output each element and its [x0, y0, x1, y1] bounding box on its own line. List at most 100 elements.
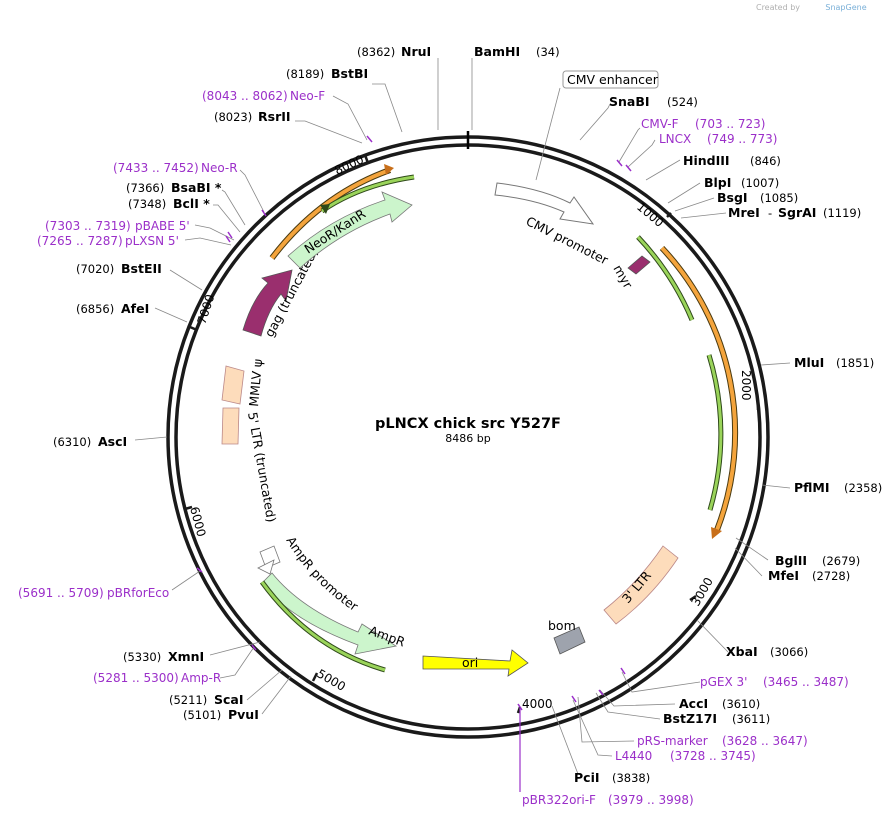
- svg-text:BstBI: BstBI: [331, 66, 368, 81]
- site-pflmi[interactable]: PflMI (2358): [794, 480, 882, 495]
- svg-text:MfeI: MfeI: [768, 568, 799, 583]
- feature-src-orange-arc[interactable]: [659, 245, 739, 539]
- feature-ori[interactable]: ori: [422, 649, 529, 677]
- primer-plxsn-5[interactable]: (7265 .. 7287) pLXSN 5': [37, 234, 179, 248]
- svg-text:BstEII: BstEII: [121, 261, 162, 276]
- site-xbai[interactable]: XbaI (3066): [726, 644, 808, 659]
- svg-text:(6310): (6310): [53, 435, 91, 449]
- site-asci[interactable]: (6310) AscI: [53, 434, 127, 449]
- svg-text:(3611): (3611): [732, 712, 770, 726]
- tick-2000: 2000: [739, 370, 753, 401]
- site-mfei[interactable]: MfeI (2728): [768, 568, 850, 583]
- site-rsrii[interactable]: (8023) RsrII: [214, 109, 291, 124]
- site-nrui[interactable]: (8362) NruI: [357, 44, 431, 59]
- site-bamhi[interactable]: BamHI (34): [474, 44, 560, 59]
- site-afei[interactable]: (6856) AfeI: [76, 301, 149, 316]
- svg-text:(7265 .. 7287): (7265 .. 7287): [37, 234, 123, 248]
- site-pcii[interactable]: PciI (3838): [574, 770, 650, 785]
- feature-ampr-green-line[interactable]: [259, 580, 386, 673]
- site-pvui[interactable]: (5101) PvuI: [183, 707, 259, 722]
- svg-text:(5281 .. 5300): (5281 .. 5300): [93, 671, 179, 685]
- site-snabi[interactable]: SnaBI (524): [609, 94, 698, 109]
- feature-neor-kanr[interactable]: NeoR/KanR: [287, 191, 413, 269]
- svg-text:(3066): (3066): [770, 645, 808, 659]
- feature-5-ltr[interactable]: 5' LTR (truncated): [221, 407, 279, 524]
- svg-text:(5211): (5211): [169, 693, 207, 707]
- primer-prs-marker[interactable]: pRS-marker (3628 .. 3647): [637, 734, 808, 748]
- plasmid-name: pLNCX chick src Y527F: [375, 416, 561, 432]
- feature-bom[interactable]: bom: [548, 618, 586, 655]
- feature-cmv-promoter[interactable]: CMV promoter: [494, 182, 612, 268]
- svg-text:(2358): (2358): [844, 481, 882, 495]
- primer-pbr322ori-f[interactable]: pBR322ori-F (3979 .. 3998): [522, 793, 694, 807]
- svg-text:(3838): (3838): [612, 771, 650, 785]
- label-cmv-enhancer: CMV enhancer: [567, 72, 659, 87]
- svg-text:pBABE 5': pBABE 5': [135, 219, 190, 233]
- site-bsteii[interactable]: (7020) BstEII: [76, 261, 162, 276]
- site-hindiii[interactable]: HindIII (846): [683, 153, 781, 168]
- svg-text:pBRforEco: pBRforEco: [107, 586, 169, 600]
- site-bstz17i[interactable]: BstZ17I (3611): [663, 711, 770, 726]
- site-bglii[interactable]: BglII (2679): [775, 553, 860, 568]
- svg-text:PvuI: PvuI: [228, 707, 259, 722]
- primer-pbabe-5[interactable]: (7303 .. 7319) pBABE 5': [45, 219, 190, 233]
- svg-text:Neo-F: Neo-F: [290, 89, 325, 103]
- svg-text:XbaI: XbaI: [726, 644, 758, 659]
- site-scai[interactable]: (5211) ScaI: [169, 692, 244, 707]
- site-bsgi[interactable]: BsgI (1085): [717, 190, 798, 205]
- primer-pgex-3[interactable]: pGEX 3' (3465 .. 3487): [700, 675, 849, 689]
- svg-text:BamHI: BamHI: [474, 44, 520, 59]
- svg-text:(703 .. 723): (703 .. 723): [695, 117, 765, 131]
- feature-mmlv-psi[interactable]: MMLV ψ: [221, 358, 265, 407]
- map-title: pLNCX chick src Y527F 8486 bp: [375, 416, 561, 445]
- svg-text:PflMI: PflMI: [794, 480, 830, 495]
- svg-text:BstZ17I: BstZ17I: [663, 711, 717, 726]
- label-cmv-promoter: CMV promoter: [524, 213, 612, 268]
- site-mrei-sgrai[interactable]: MreI - SgrAI (1119): [728, 205, 861, 220]
- svg-text:(7303 .. 7319): (7303 .. 7319): [45, 219, 131, 233]
- feature-neo-green-arc[interactable]: [320, 174, 415, 214]
- svg-text:Amp-R: Amp-R: [181, 671, 221, 685]
- svg-text:(1119): (1119): [823, 206, 861, 220]
- primer-amp-r[interactable]: (5281 .. 5300) Amp-R: [93, 671, 221, 685]
- svg-text:XmnI: XmnI: [168, 649, 204, 664]
- tick-7000: 7000: [195, 293, 218, 326]
- feature-src-green-arc-1[interactable]: [636, 235, 695, 321]
- svg-text:(5330): (5330): [123, 650, 161, 664]
- label-5-ltr: 5' LTR (truncated): [245, 411, 279, 524]
- feature-ampr-promoter[interactable]: AmpR promoter: [257, 534, 362, 615]
- svg-text:ScaI: ScaI: [214, 692, 244, 707]
- site-bcli[interactable]: (7348) BclI *: [128, 196, 210, 211]
- primer-cmv-f[interactable]: CMV-F (703 .. 723): [641, 117, 765, 131]
- primer-pbrforeco[interactable]: (5691 .. 5709) pBRforEco: [18, 586, 169, 600]
- tick-8000: 8000: [332, 152, 366, 178]
- feature-src-green-arc-2[interactable]: [706, 354, 724, 511]
- primer-neo-f[interactable]: (8043 .. 8062) Neo-F: [202, 89, 325, 103]
- svg-text:(6856): (6856): [76, 302, 114, 316]
- svg-text:(7020): (7020): [76, 262, 114, 276]
- primer-neo-r[interactable]: (7433 .. 7452) Neo-R: [113, 161, 238, 175]
- site-bsabi[interactable]: (7366) BsaBI *: [126, 180, 222, 195]
- svg-text:CMV-F: CMV-F: [641, 117, 679, 131]
- site-xmni[interactable]: (5330) XmnI: [123, 649, 204, 664]
- svg-text:(8023): (8023): [214, 110, 252, 124]
- primer-l4440[interactable]: L4440 (3728 .. 3745): [615, 749, 756, 763]
- tick-1000: 1000: [634, 200, 666, 230]
- primer-lncx[interactable]: LNCX (749 .. 773): [659, 132, 777, 146]
- feature-3-ltr[interactable]: 3' LTR: [603, 545, 679, 625]
- svg-text:(1007): (1007): [741, 176, 779, 190]
- site-blpi[interactable]: BlpI (1007): [704, 175, 779, 190]
- svg-text:BclI *: BclI *: [173, 196, 210, 211]
- svg-text:AccI: AccI: [679, 696, 708, 711]
- feature-myr[interactable]: myr: [610, 255, 651, 292]
- tick-4000: 4000: [522, 697, 553, 711]
- svg-text:(3465 .. 3487): (3465 .. 3487): [763, 675, 849, 689]
- svg-text:(1085): (1085): [760, 191, 798, 205]
- feature-cmv-enhancer[interactable]: CMV enhancer: [535, 70, 659, 181]
- svg-text:(524): (524): [667, 95, 698, 109]
- svg-text:BlpI: BlpI: [704, 175, 731, 190]
- site-acci[interactable]: AccI (3610): [679, 696, 760, 711]
- site-mlui[interactable]: MluI (1851): [794, 355, 874, 370]
- site-bstbi[interactable]: (8189) BstBI: [286, 66, 368, 81]
